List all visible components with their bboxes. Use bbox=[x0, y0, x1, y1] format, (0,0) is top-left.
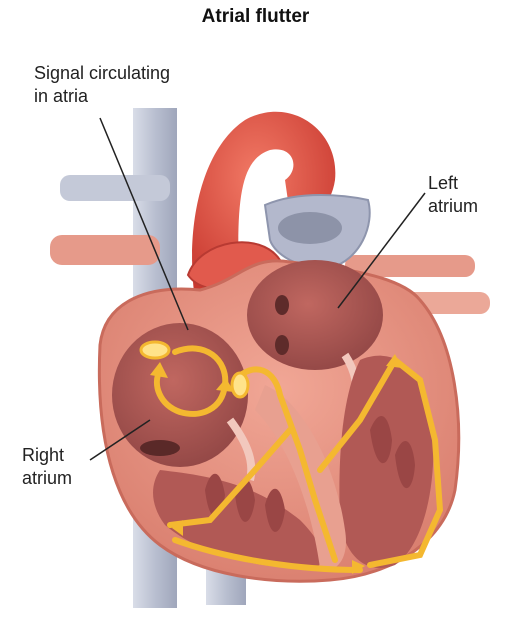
right-atrium-chamber bbox=[112, 323, 248, 467]
label-left-atrium: Left atrium bbox=[428, 172, 478, 218]
label-left-line2: atrium bbox=[428, 195, 478, 218]
label-signal-line2: in atria bbox=[34, 85, 170, 108]
pulmonary-vein-left bbox=[60, 175, 170, 201]
coronary-sinus-opening bbox=[140, 440, 180, 456]
pulmonary-trunk-opening bbox=[278, 212, 342, 244]
label-signal-circulating: Signal circulating in atria bbox=[34, 62, 170, 108]
av-node bbox=[232, 373, 248, 397]
sa-node bbox=[141, 342, 169, 358]
label-right-line2: atrium bbox=[22, 467, 72, 490]
label-left-line1: Left bbox=[428, 172, 478, 195]
label-signal-line1: Signal circulating bbox=[34, 62, 170, 85]
pulmonary-vein-ostium-1 bbox=[275, 295, 289, 315]
pulmonary-artery-left bbox=[50, 235, 160, 265]
label-right-line1: Right bbox=[22, 444, 72, 467]
label-right-atrium: Right atrium bbox=[22, 444, 72, 490]
pulmonary-vein-ostium-2 bbox=[275, 335, 289, 355]
